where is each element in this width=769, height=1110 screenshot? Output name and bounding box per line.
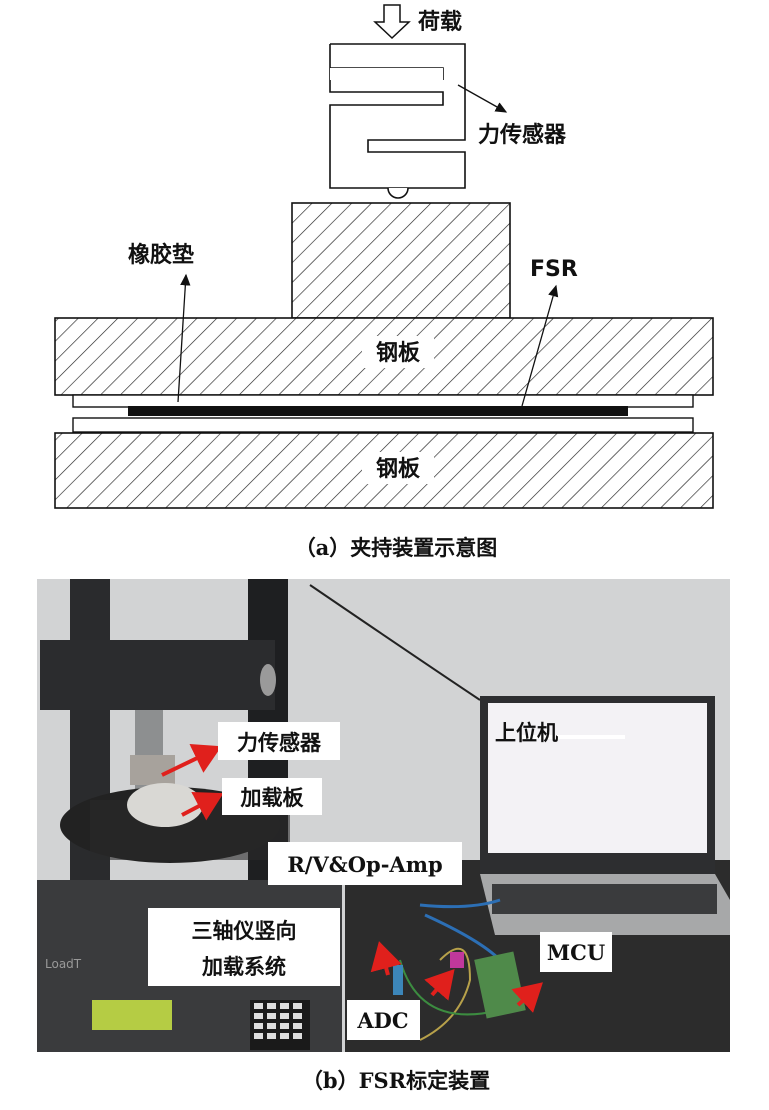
adc-board <box>393 965 403 995</box>
machine-display <box>92 1000 172 1030</box>
rubber-pad-label: 橡胶垫 <box>128 242 194 268</box>
host-pc-label: 上位机 <box>495 720 558 745</box>
crosshead <box>40 640 275 710</box>
mcu-label: MCU <box>547 940 605 965</box>
clamping-device-diagram: 荷载 力传感器 钢板 钢板 橡胶垫 FSR （a）夹持装置示意图 <box>54 4 714 560</box>
caption-a: （a）夹持装置示意图 <box>295 535 498 560</box>
force-sensor-shape <box>329 43 466 189</box>
calibration-photo: LoadT 力传感器 加载板 <box>37 579 730 1093</box>
steel-plate-lower-label: 钢板 <box>376 456 421 482</box>
triaxial-label-line2: 加载系统 <box>201 954 286 979</box>
amp-board <box>450 952 464 968</box>
fsr-layer <box>128 406 628 416</box>
laptop-screen <box>488 703 707 853</box>
loading-block <box>291 202 511 319</box>
fsr-label: FSR <box>530 257 578 282</box>
machine-keypad <box>250 1000 310 1050</box>
load-arrow-icon <box>373 4 411 40</box>
caption-b: （b）FSR标定装置 <box>302 1068 490 1093</box>
rv-opamp-label: R/V&Op-Amp <box>287 852 442 877</box>
triaxial-label-line1: 三轴仪竖向 <box>192 918 297 943</box>
sensor-ball-joint <box>387 187 409 199</box>
loading-plate-label: 加载板 <box>240 785 305 810</box>
photo-force-sensor-label: 力传感器 <box>237 730 322 755</box>
pointer-arrows <box>161 744 543 1013</box>
steel-plate-upper-label: 钢板 <box>376 340 421 366</box>
force-sensor-label: 力传感器 <box>478 122 567 148</box>
adc-label: ADC <box>356 1008 408 1033</box>
frame-column-left <box>70 579 110 929</box>
rubber-pad-upper <box>72 394 694 408</box>
loading-plate <box>127 783 203 827</box>
rubber-pad-lower <box>72 417 694 433</box>
load-label: 荷载 <box>418 9 462 35</box>
machine-brand: LoadT <box>45 957 82 971</box>
